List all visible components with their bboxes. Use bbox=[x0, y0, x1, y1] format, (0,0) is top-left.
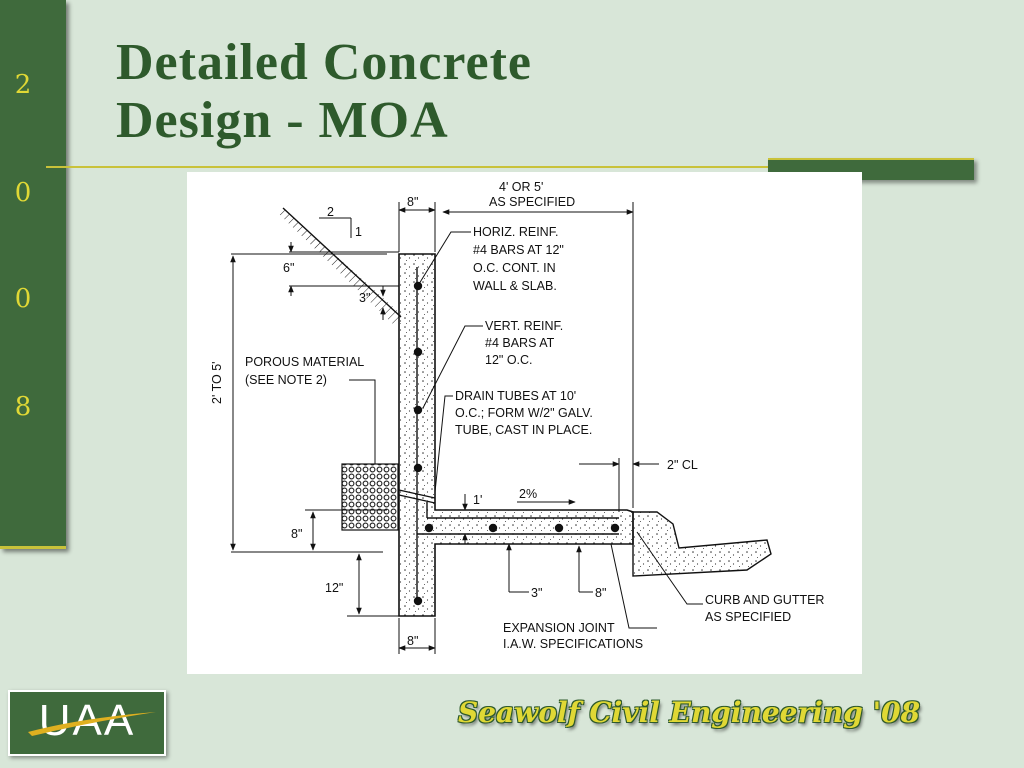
note-drain-1: DRAIN TUBES AT 10' bbox=[455, 389, 576, 403]
width-top-sub: AS SPECIFIED bbox=[489, 195, 575, 209]
dim-3in-bottom: 3" bbox=[531, 586, 542, 600]
wall-thickness-bottom: 8" bbox=[407, 634, 418, 648]
note-horiz-3: O.C. CONT. IN bbox=[473, 261, 556, 275]
drawing-svg: 4' OR 5' AS SPECIFIED 8" 2 1 6" 3" 2' TO… bbox=[210, 180, 824, 654]
dim-12in: 12" bbox=[325, 581, 343, 595]
side-digit-4: 8 bbox=[14, 392, 32, 422]
note-porous-1: POROUS MATERIAL bbox=[245, 355, 364, 369]
slope-run: 2 bbox=[327, 205, 334, 219]
note-joint-2: I.A.W. SPECIFICATIONS bbox=[503, 637, 643, 651]
note-horiz-1: HORIZ. REINF. bbox=[473, 225, 558, 239]
title-rule bbox=[46, 166, 974, 168]
drain-tube bbox=[398, 489, 436, 499]
height-label: 2' TO 5' bbox=[210, 361, 224, 404]
dim-8in-slab: 8" bbox=[595, 586, 606, 600]
dim-8in-left: 8" bbox=[291, 527, 302, 541]
note-curb-1: CURB AND GUTTER bbox=[705, 593, 824, 607]
title-line-2: Design - MOA bbox=[116, 92, 449, 149]
drawing-labels: 4' OR 5' AS SPECIFIED 8" 2 1 6" 3" 2' TO… bbox=[210, 180, 824, 651]
note-porous-2: (SEE NOTE 2) bbox=[245, 373, 327, 387]
note-vert-3: 12" O.C. bbox=[485, 353, 533, 367]
note-vert-2: #4 BARS AT bbox=[485, 336, 555, 350]
slope-rise: 1 bbox=[355, 225, 362, 239]
porous-material-block bbox=[341, 463, 399, 531]
slope-pct: 2% bbox=[519, 487, 537, 501]
note-horiz-4: WALL & SLAB. bbox=[473, 279, 557, 293]
side-digit-1: 2 bbox=[14, 70, 32, 100]
embankment-slope bbox=[277, 207, 402, 324]
uaa-logo: UAA bbox=[8, 690, 166, 756]
note-drain-2: O.C.; FORM W/2" GALV. bbox=[455, 406, 593, 420]
slide-title: Detailed Concrete Design - MOA bbox=[116, 34, 532, 150]
side-digit-3: 0 bbox=[14, 284, 32, 314]
note-drain-3: TUBE, CAST IN PLACE. bbox=[455, 423, 592, 437]
rebar-dots bbox=[413, 281, 620, 606]
dimension-lines bbox=[230, 202, 703, 654]
title-line-1: Detailed Concrete bbox=[116, 34, 533, 91]
dim-3in-top: 3" bbox=[359, 291, 370, 305]
note-joint-1: EXPANSION JOINT bbox=[503, 621, 615, 635]
dim-2in-cl: 2" CL bbox=[667, 458, 698, 472]
note-vert-1: VERT. REINF. bbox=[485, 319, 563, 333]
note-curb-2: AS SPECIFIED bbox=[705, 610, 791, 624]
logo-swoosh-icon bbox=[28, 712, 156, 736]
wall-thickness-top: 8" bbox=[407, 195, 418, 209]
dim-6in: 6" bbox=[283, 261, 294, 275]
footer-tagline: Seawolf Civil Engineering '08 bbox=[458, 696, 921, 729]
curb-and-gutter bbox=[632, 511, 772, 577]
note-horiz-2: #4 BARS AT 12" bbox=[473, 243, 564, 257]
side-bar: 2 0 0 8 bbox=[0, 0, 66, 549]
width-top-label: 4' OR 5' bbox=[499, 180, 543, 194]
retaining-wall-drawing: 4' OR 5' AS SPECIFIED 8" 2 1 6" 3" 2' TO… bbox=[187, 172, 862, 674]
side-digit-2: 0 bbox=[14, 178, 32, 208]
dim-1ft: 1' bbox=[473, 493, 482, 507]
